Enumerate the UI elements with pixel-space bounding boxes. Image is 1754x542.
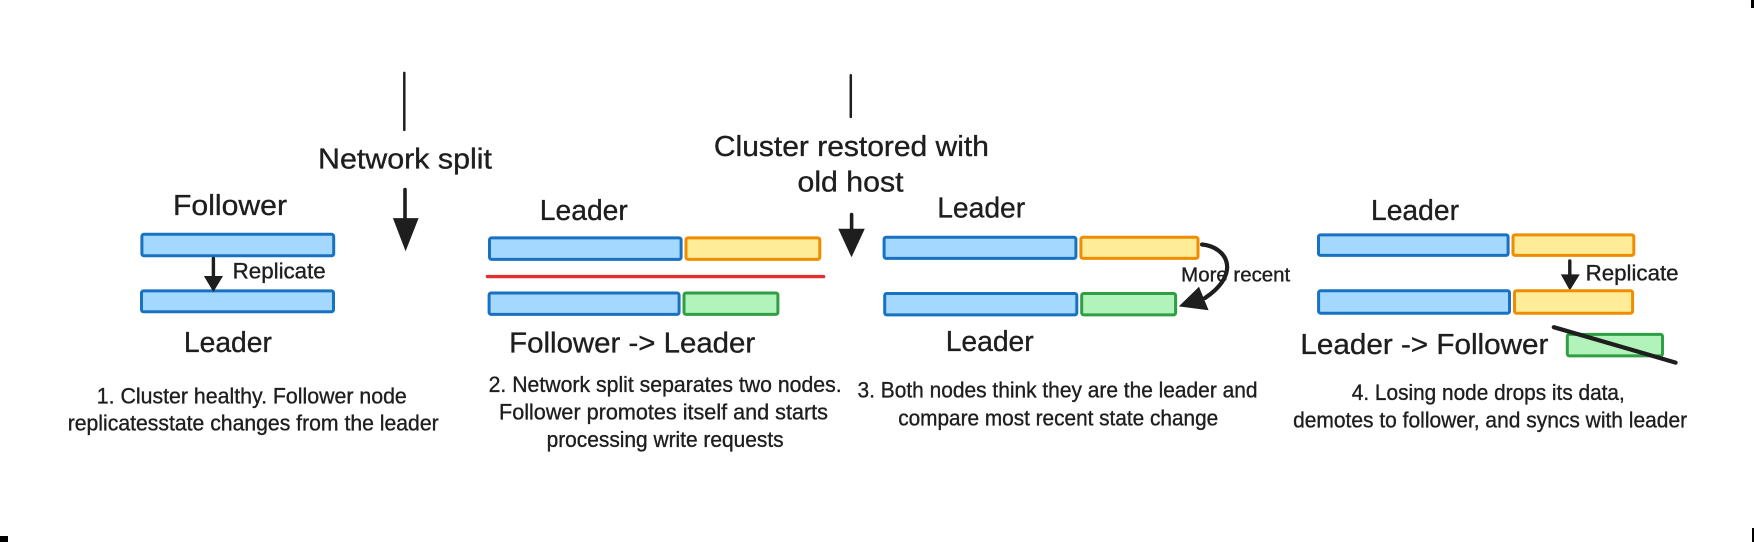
svg-text:Leader: Leader xyxy=(184,327,272,359)
svg-text:demotes to follower, and syncs: demotes to follower, and syncs with lead… xyxy=(1293,408,1687,433)
svg-text:Follower -> Leader: Follower -> Leader xyxy=(509,327,755,359)
svg-text:3. Both nodes think they are t: 3. Both nodes think they are the leader … xyxy=(858,378,1258,403)
svg-text:processing write requests: processing write requests xyxy=(547,427,784,452)
svg-text:4. Losing node drops its data,: 4. Losing node drops its data, xyxy=(1352,380,1625,405)
svg-text:Leader: Leader xyxy=(946,326,1034,358)
svg-text:Leader: Leader xyxy=(540,195,628,227)
svg-text:Replicate: Replicate xyxy=(233,259,326,284)
svg-text:Cluster restored with: Cluster restored with xyxy=(714,131,989,163)
svg-text:Follower: Follower xyxy=(173,190,287,222)
svg-text:2. Network split separates two: 2. Network split separates two nodes. xyxy=(489,372,842,397)
svg-text:Leader: Leader xyxy=(1371,195,1459,227)
svg-text:old host: old host xyxy=(798,167,904,199)
svg-text:Follower promotes itself and s: Follower promotes itself and starts xyxy=(499,400,828,425)
svg-text:Leader: Leader xyxy=(937,192,1025,224)
svg-text:More recent: More recent xyxy=(1181,264,1290,286)
svg-text:Leader -> Follower: Leader -> Follower xyxy=(1300,329,1548,361)
svg-text:Replicate: Replicate xyxy=(1586,261,1679,286)
svg-text:replicatesstate changes from t: replicatesstate changes from the leader xyxy=(68,410,439,435)
svg-text:compare most recent state chan: compare most recent state change xyxy=(898,405,1218,430)
svg-text:Network split: Network split xyxy=(318,144,492,176)
svg-text:1. Cluster healthy. Follower n: 1. Cluster healthy. Follower node xyxy=(97,383,407,408)
